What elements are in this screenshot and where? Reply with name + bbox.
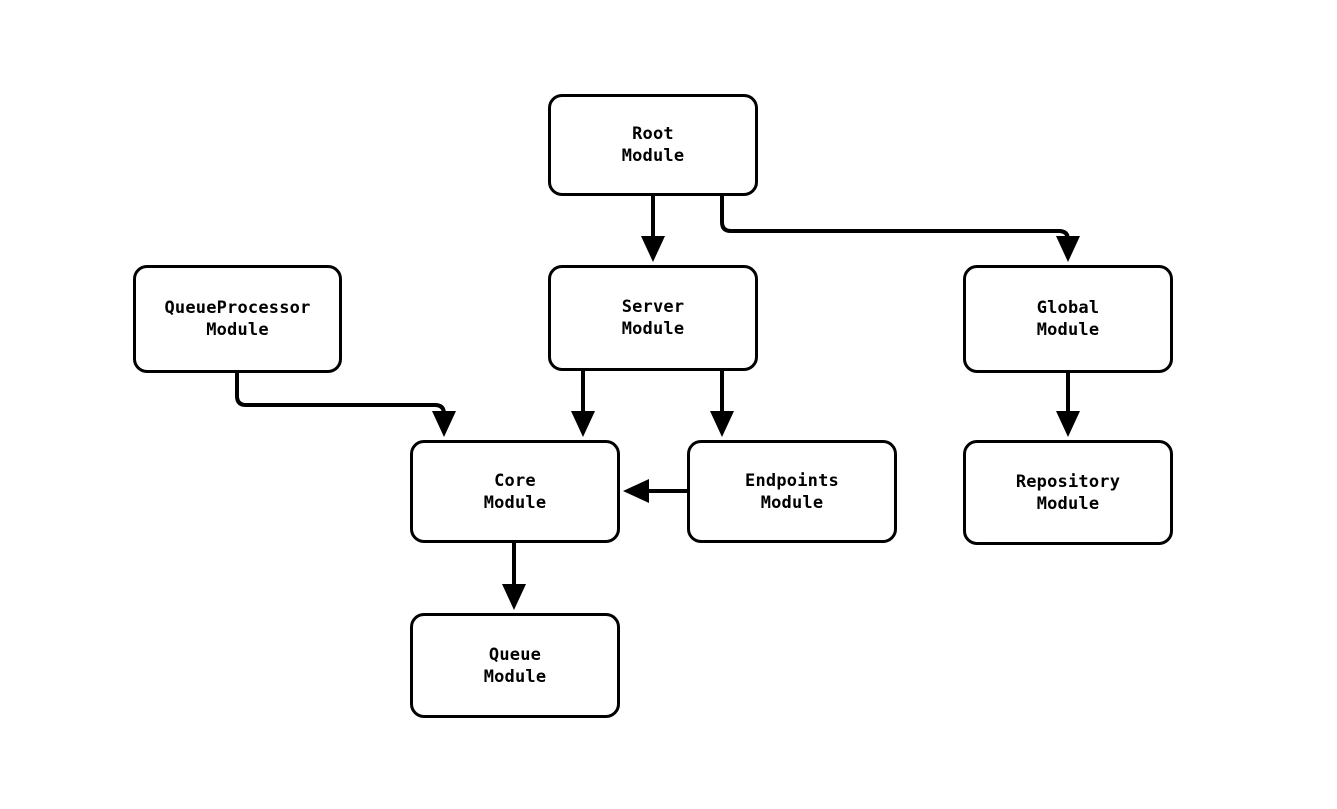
- node-queueprocessor-module[interactable]: QueueProcessor Module: [133, 265, 342, 373]
- edge-queueprocessor-to-core: [235, 373, 456, 437]
- edge-root-to-server: [641, 196, 665, 262]
- node-label: Server Module: [621, 297, 685, 339]
- edge-root-to-global: [720, 196, 1080, 262]
- node-global-module[interactable]: Global Module: [963, 265, 1173, 373]
- node-server-module[interactable]: Server Module: [548, 265, 758, 371]
- edge-server-to-endpoints: [710, 371, 734, 437]
- node-label: Repository Module: [1015, 471, 1121, 514]
- node-root-module[interactable]: Root Module: [548, 94, 758, 196]
- node-label: Global Module: [1036, 298, 1100, 340]
- node-repository-module[interactable]: Repository Module: [963, 440, 1173, 545]
- edge-endpoints-to-core: [623, 479, 687, 503]
- edge-core-to-queue: [502, 543, 526, 610]
- edge-server-to-core: [571, 371, 595, 437]
- node-label: Queue Module: [483, 644, 547, 687]
- node-label: Endpoints Module: [745, 470, 839, 513]
- node-label: Core Module: [483, 470, 547, 513]
- node-endpoints-module[interactable]: Endpoints Module: [687, 440, 897, 543]
- node-core-module[interactable]: Core Module: [410, 440, 620, 543]
- node-label: Root Module: [621, 124, 685, 166]
- node-queue-module[interactable]: Queue Module: [410, 613, 620, 718]
- node-label: QueueProcessor Module: [164, 298, 311, 340]
- edge-global-to-repository: [1056, 373, 1080, 437]
